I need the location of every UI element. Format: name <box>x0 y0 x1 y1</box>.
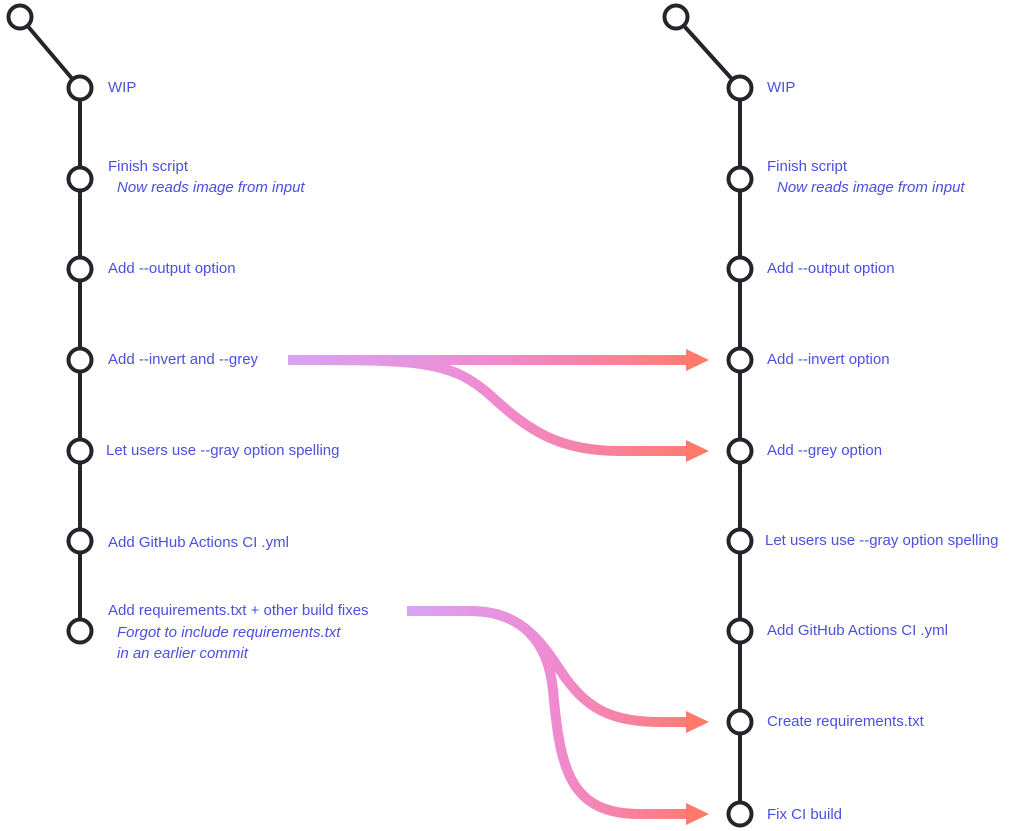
right-commit-node-create-requirements <box>726 708 754 736</box>
right-commit-title: Fix CI build <box>767 806 843 823</box>
left-commit-node-ci-yml <box>66 527 94 555</box>
right-commit-title: Add --invert option <box>767 351 890 368</box>
left-commit-node-wip <box>66 74 94 102</box>
arrowhead-grey-option <box>686 440 709 462</box>
left-commit-title: Add --invert and --grey <box>108 351 259 368</box>
left-root-node <box>6 3 34 31</box>
left-commit-title: Let users use --gray option spelling <box>106 442 340 459</box>
right-commit-node-fix-ci <box>726 800 754 828</box>
left-branch-diagonal <box>18 15 82 90</box>
right-commit-detail: Now reads image from input <box>777 179 965 196</box>
arrowhead-invert-option <box>686 349 709 371</box>
right-commit-title: Add --output option <box>767 260 895 277</box>
right-commit-node-output <box>726 255 754 283</box>
left-commit-title: Add --output option <box>108 260 236 277</box>
arrowhead-create-requirements <box>686 711 709 733</box>
right-commit-title: Add GitHub Actions CI .yml <box>767 622 948 639</box>
right-commit-title: Create requirements.txt <box>767 713 924 730</box>
right-branch <box>662 3 754 828</box>
left-commit-detail: Forgot to include requirements.txt <box>117 624 341 641</box>
right-commit-title: Add --grey option <box>767 442 883 459</box>
left-commit-title: Add requirements.txt + other build fixes <box>108 602 369 619</box>
right-commit-node-grey <box>726 437 754 465</box>
arrow-to-grey-option <box>287 355 690 456</box>
arrowhead-fix-ci-build <box>686 803 709 825</box>
arrow-to-fix-ci-build <box>407 606 690 819</box>
left-commit-title: Finish script <box>108 158 189 175</box>
right-commit-node-invert <box>726 346 754 374</box>
left-commit-node-invert-grey <box>66 346 94 374</box>
left-branch <box>6 3 94 645</box>
right-commit-node-gray-spelling <box>726 527 754 555</box>
right-commit-node-finish-script <box>726 165 754 193</box>
right-commit-title: Let users use --gray option spelling <box>765 532 999 549</box>
right-commit-title: WIP <box>767 79 796 96</box>
split-arrows-requirements-ci <box>407 606 709 825</box>
left-commit-title: WIP <box>108 79 137 96</box>
left-commit-detail: in an earlier commit <box>117 645 248 662</box>
left-commit-node-output <box>66 255 94 283</box>
right-branch-diagonal <box>674 15 742 90</box>
left-commit-title: Add GitHub Actions CI .yml <box>108 534 289 551</box>
left-commit-node-requirements <box>66 617 94 645</box>
left-commit-node-finish-script <box>66 165 94 193</box>
left-commit-node-gray-spelling <box>66 437 94 465</box>
right-commit-title: Finish script <box>767 158 848 175</box>
left-commit-detail: Now reads image from input <box>117 179 305 196</box>
right-commit-node-wip <box>726 74 754 102</box>
right-commit-node-ci-yml <box>726 617 754 645</box>
right-root-node <box>662 3 690 31</box>
split-arrows-invert-grey <box>287 349 709 462</box>
